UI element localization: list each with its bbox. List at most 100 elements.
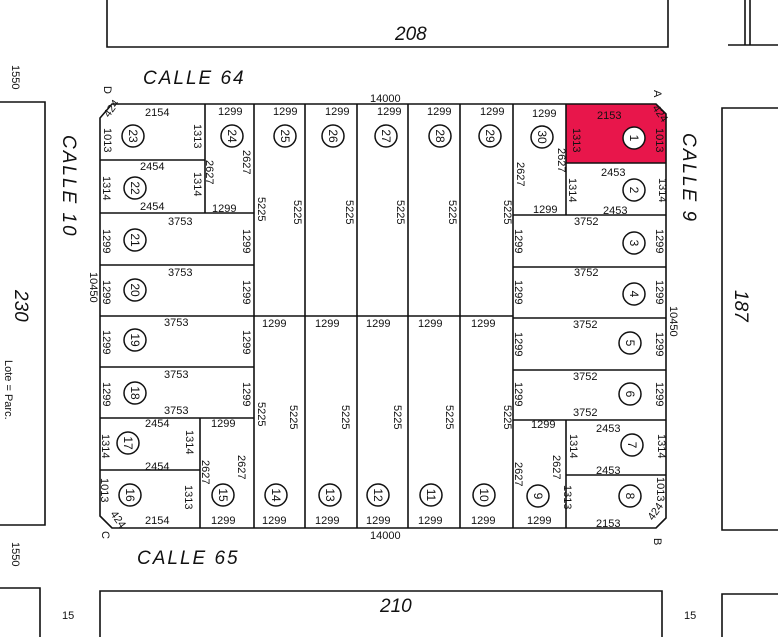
lot-dimension-label: 1299 <box>533 204 557 216</box>
lot-dimension-label: 1299 <box>218 106 242 118</box>
street-name-top: CALLE 64 <box>143 68 246 89</box>
margin-label-15-left: 15 <box>62 610 74 622</box>
lot-27[interactable]: 27 <box>374 124 398 148</box>
lot-3[interactable]: 3 <box>622 231 646 255</box>
lot-number-label: 24 <box>225 129 239 143</box>
lot-7[interactable]: 7 <box>620 433 644 457</box>
lot-dimension-label: 1299 <box>512 382 524 406</box>
lot-dimension-label: 1314 <box>567 434 579 458</box>
lot-dimension-label: 5225 <box>446 200 458 224</box>
lot-23[interactable]: 23 <box>121 124 145 148</box>
lot-6[interactable]: 6 <box>618 382 642 406</box>
lot-dimension-label: 1299 <box>512 280 524 304</box>
lot-19[interactable]: 19 <box>123 328 147 352</box>
lot-dimension-label: 1299 <box>240 229 252 253</box>
lot-2[interactable]: 2 <box>622 178 646 202</box>
lot-dimension-label: 1314 <box>191 172 203 196</box>
lot-dimension-label: 2627 <box>514 162 526 186</box>
lot-dimension-label: 1314 <box>183 430 195 454</box>
lot-29[interactable]: 29 <box>478 124 502 148</box>
lot-dimension-label: 1313 <box>561 485 573 509</box>
lot-20[interactable]: 20 <box>123 278 147 302</box>
lot-number-label: 3 <box>627 240 641 247</box>
lot-11[interactable]: 11 <box>419 483 443 507</box>
corner-b: B <box>651 538 663 545</box>
lot-dimension-label: 3752 <box>573 407 597 419</box>
lot-14[interactable]: 14 <box>264 483 288 507</box>
lot-dimension-label: 1013 <box>654 477 666 501</box>
lot-dimension-label: 1299 <box>366 318 390 330</box>
lot-16[interactable]: 16 <box>118 483 142 507</box>
lot-28[interactable]: 28 <box>428 124 452 148</box>
lot-dimension-label: 1299 <box>471 318 495 330</box>
lot-dimension-label: 1299 <box>653 280 665 304</box>
lot-dimension-label: 3752 <box>574 216 598 228</box>
lot-number-circle <box>318 483 342 507</box>
lot-dimension-label: 5225 <box>255 402 267 426</box>
corner-a: A <box>651 90 663 98</box>
lot-9[interactable]: 9 <box>526 484 550 508</box>
lot-dimension-label: 5225 <box>391 405 403 429</box>
highlighted-lot-parcel[interactable] <box>566 104 666 163</box>
lot-dimension-label: 2154 <box>145 515 169 527</box>
lot-number-circle <box>264 483 288 507</box>
lot-dimension-label: 5225 <box>501 200 513 224</box>
lot-number-label: 27 <box>379 129 393 143</box>
lot-dimension-label: 2454 <box>140 161 164 173</box>
lot-dimension-label: 1299 <box>100 229 112 253</box>
lot-number-circle <box>374 124 398 148</box>
lot-dimension-label: 1299 <box>240 280 252 304</box>
lot-number-circle <box>123 176 147 200</box>
lot-dimension-label: 1299 <box>418 515 442 527</box>
lot-dimension-label: 1299 <box>100 330 112 354</box>
lot-dimension-label: 1299 <box>366 515 390 527</box>
lot-dimension-label: 1299 <box>262 515 286 527</box>
lot-25[interactable]: 25 <box>273 124 297 148</box>
lot-number-circle <box>366 483 390 507</box>
lot-dimension-label: 2627 <box>512 462 524 486</box>
lot-15[interactable]: 15 <box>211 483 235 507</box>
lot-dimension-label: 1299 <box>512 332 524 356</box>
lot-number-label: 5 <box>623 340 637 347</box>
lot-dimension-label: 2154 <box>145 107 169 119</box>
lot-17[interactable]: 17 <box>116 431 140 455</box>
lot-number-circle <box>622 178 646 202</box>
lot-12[interactable]: 12 <box>366 483 390 507</box>
lot-dimension-label: 1013 <box>101 128 113 152</box>
lot-number-label: 18 <box>128 386 142 400</box>
lot-number-label: 6 <box>623 391 637 398</box>
lot-number-circle <box>622 126 646 150</box>
lot-number-label: 9 <box>531 493 545 500</box>
lot-number-circle <box>123 228 147 252</box>
lot-number-label: 2 <box>627 187 641 194</box>
lot-dimension-label: 2453 <box>596 423 620 435</box>
lot-number-label: 26 <box>326 129 340 143</box>
lot-22[interactable]: 22 <box>123 176 147 200</box>
lot-18[interactable]: 18 <box>123 381 147 405</box>
lot-13[interactable]: 13 <box>318 483 342 507</box>
lot-number-label: 28 <box>433 129 447 143</box>
lot-boundaries <box>100 104 666 528</box>
lot-dimension-label: 2627 <box>555 148 567 172</box>
lot-dimension-label: 2627 <box>235 455 247 479</box>
lot-24[interactable]: 24 <box>220 124 244 148</box>
lot-number-circle <box>211 483 235 507</box>
lot-number-label: 1 <box>627 135 641 142</box>
lot-4[interactable]: 4 <box>622 282 646 306</box>
lot-10[interactable]: 10 <box>472 483 496 507</box>
lot-dimension-label: 1313 <box>191 124 203 148</box>
lot-1[interactable]: 1 <box>622 126 646 150</box>
lot-8[interactable]: 8 <box>618 484 642 508</box>
lot-dimension-label: 1299 <box>653 382 665 406</box>
lot-21[interactable]: 21 <box>123 228 147 252</box>
lot-dimension-label: 1314 <box>99 434 111 458</box>
street-name-right: CALLE 9 <box>678 133 699 223</box>
lot-30[interactable]: 30 <box>530 125 554 149</box>
lot-5[interactable]: 5 <box>618 331 642 355</box>
lot-26[interactable]: 26 <box>321 124 345 148</box>
lot-number-label: 23 <box>126 129 140 143</box>
lot-dimension-label: 2153 <box>596 518 620 530</box>
lot-dimension-label: 1299 <box>212 203 236 215</box>
lot-number-label: 15 <box>216 488 230 502</box>
